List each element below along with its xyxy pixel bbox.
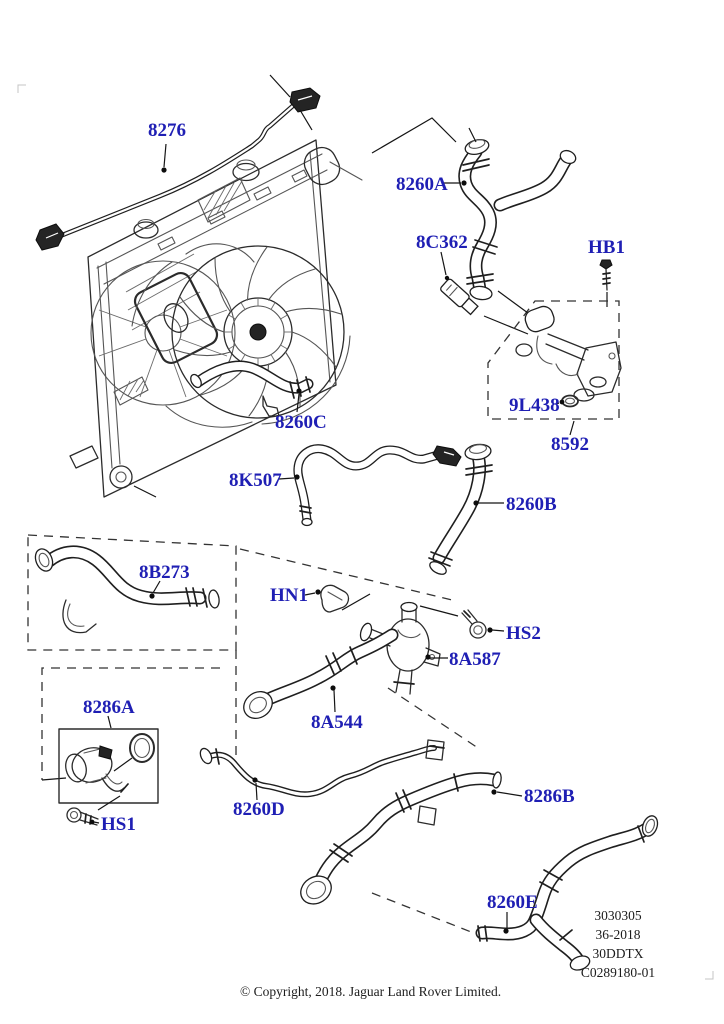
part-9L438-oring (561, 394, 579, 408)
leader-8286A (330, 685, 336, 713)
thermostat-housing-drawing (515, 305, 622, 402)
leader-8592 (569, 420, 575, 436)
part-label-HB1[interactable]: HB1 (588, 237, 625, 258)
part-8B273-hose (34, 545, 220, 634)
dashed-reference-boxes (27, 534, 490, 940)
part-8260C-hose (190, 360, 314, 417)
leader-8260D (252, 777, 258, 801)
part-label-8C362[interactable]: 8C362 (416, 232, 468, 253)
leader-8A544 (107, 715, 112, 729)
leader-8260A (443, 180, 467, 186)
part-8K507-hose (293, 444, 462, 527)
part-label-9L438[interactable]: 9L438 (509, 395, 560, 416)
reference-line-2: 36-2018 (595, 927, 641, 942)
part-8C362-sensor (440, 278, 529, 335)
part-label-8260A[interactable]: 8260A (396, 174, 448, 195)
part-HB1-bolt (599, 259, 613, 307)
leader-HN1 (304, 589, 321, 596)
leader-8260E (503, 912, 509, 934)
leader-9L438 (555, 399, 565, 405)
copyright-notice: © Copyright, 2018. Jaguar Land Rover Lim… (240, 984, 502, 999)
leader-8286B (491, 789, 523, 797)
part-label-8276[interactable]: 8276 (148, 120, 186, 141)
part-label-8B273[interactable]: 8B273 (139, 562, 190, 583)
leader-8C362 (440, 251, 450, 281)
part-8592-housing-box (487, 290, 622, 420)
leader-8260B (473, 500, 504, 506)
part-label-8260C[interactable]: 8260C (275, 412, 327, 433)
part-8286A-hose (243, 628, 399, 720)
part-HN1-clip (320, 584, 371, 613)
part-label-8286A[interactable]: 8A544 (311, 712, 363, 733)
part-8276-tube (35, 74, 321, 251)
part-label-8260B[interactable]: 8260B (506, 494, 557, 515)
part-label-8286B[interactable]: 8286B (524, 786, 575, 807)
part-label-8A587[interactable]: 8A587 (449, 649, 501, 670)
part-label-8K507[interactable]: 8K507 (229, 470, 282, 491)
leader-8A587 (425, 654, 448, 660)
leader-8276 (161, 143, 167, 173)
leader-8K507 (278, 474, 300, 480)
leader-HS1 (89, 819, 100, 825)
part-label-8260E[interactable]: 8260E (487, 892, 538, 913)
part-8260E-hose (475, 815, 659, 971)
part-8A544-pump-box (58, 728, 159, 811)
leader-HS2 (487, 627, 505, 633)
part-label-8260D[interactable]: 8260D (233, 799, 285, 820)
part-label-HS1[interactable]: HS1 (101, 814, 136, 835)
reference-line-1: 3030305 (594, 908, 642, 923)
part-8260A-hose (371, 117, 577, 301)
reference-line-3: 30DDTX (592, 946, 644, 961)
leader-8260C (296, 388, 302, 413)
fan-hub-hatch (224, 298, 292, 366)
part-8286B-hose (300, 771, 502, 905)
corner-marks (17, 84, 714, 980)
part-label-HN1[interactable]: HN1 (270, 585, 308, 606)
reference-line-4: C0289180-01 (580, 965, 656, 980)
part-label-HS2[interactable]: HS2 (506, 623, 541, 644)
leader-8B273 (149, 580, 161, 599)
part-label-8A544[interactable]: 8286A (83, 697, 135, 718)
part-label-8592[interactable]: 8592 (551, 434, 589, 455)
part-8260D-tube (199, 739, 445, 798)
part-HS2-screw (461, 609, 487, 639)
reference-block: 3030305 36-2018 30DDTX C0289180-01 (575, 906, 661, 982)
radiator-fan-assembly-drawing (69, 139, 363, 498)
part-8260B-hose (428, 443, 493, 575)
